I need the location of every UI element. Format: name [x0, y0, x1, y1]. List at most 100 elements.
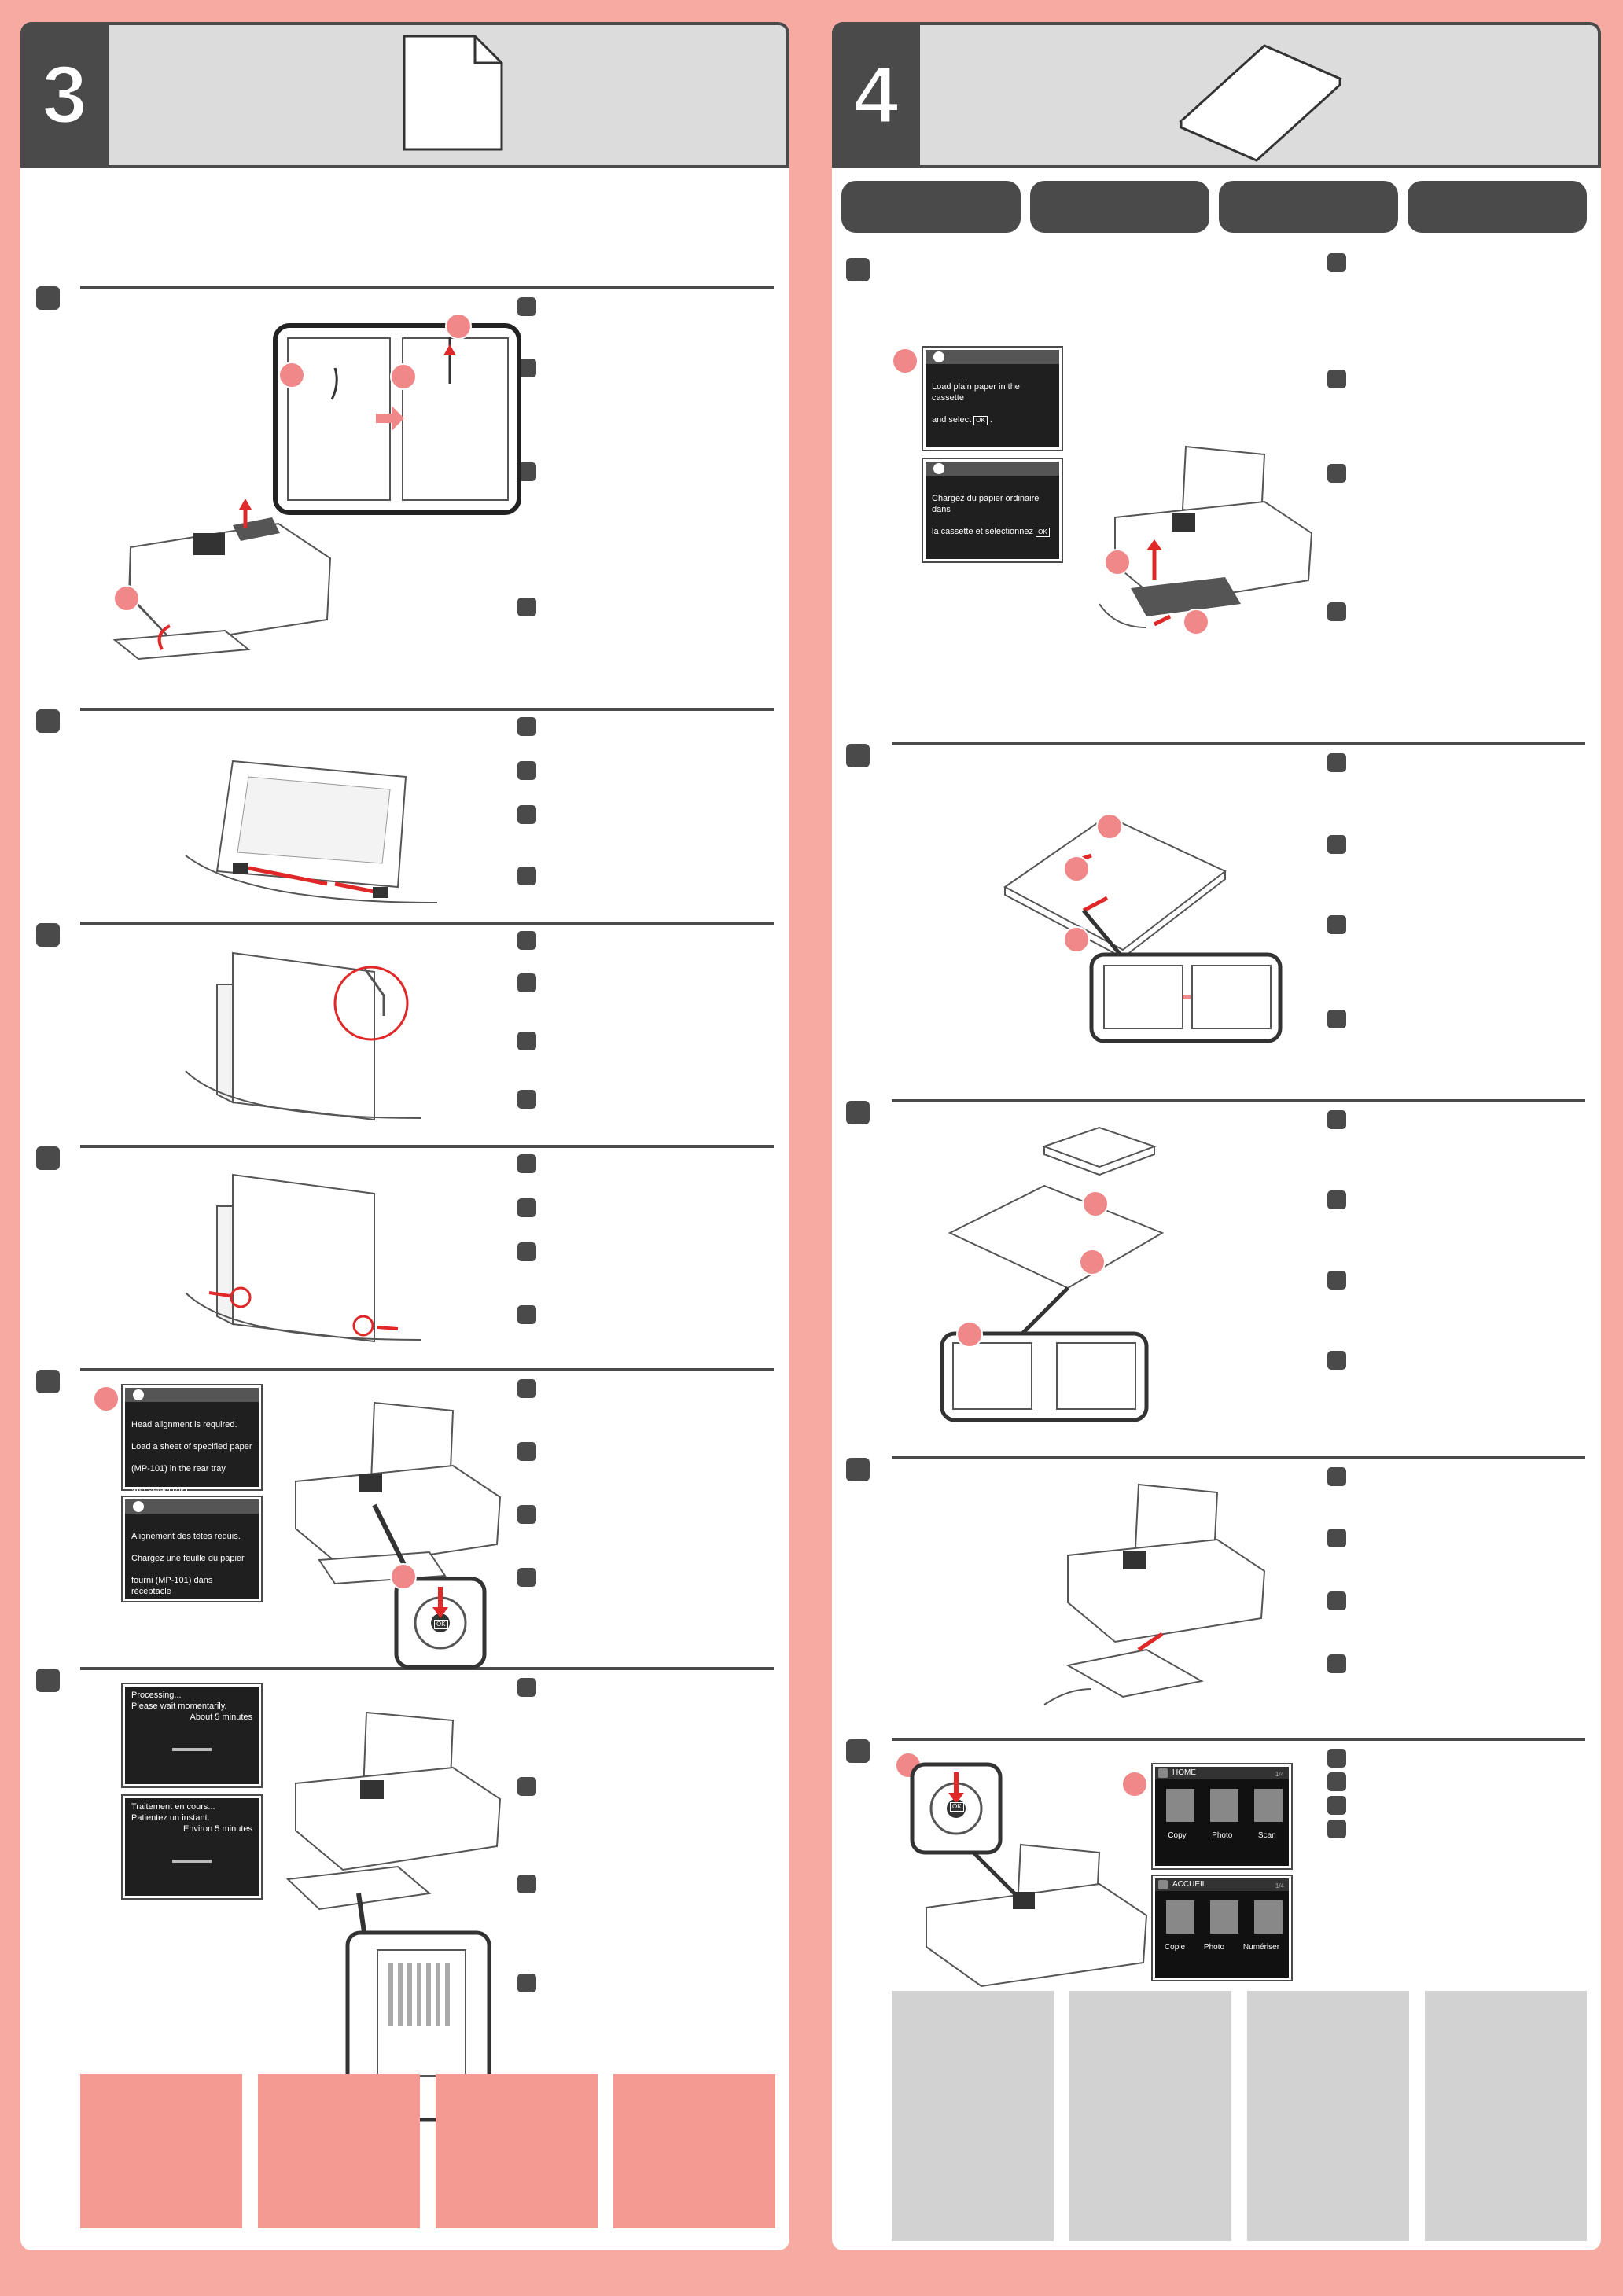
cassette-guides-illustration — [1003, 815, 1283, 1043]
home-screen-en: HOME 1/4 Copy Photo Scan — [1151, 1763, 1293, 1870]
callout-a — [93, 1385, 120, 1412]
lcd-processing-fr: Traitement en cours... Patientez un inst… — [121, 1794, 263, 1900]
lcd-head-alignment-en: Head alignment is required. Load a sheet… — [121, 1384, 263, 1496]
lcd-time-text: Environ 5 minutes — [182, 1824, 252, 1834]
warning-icon — [933, 351, 944, 362]
lang-bullet — [517, 1875, 536, 1893]
lcd-text-line: Please wait momentarily. — [131, 1702, 227, 1711]
ok-button[interactable]: OK — [434, 1620, 448, 1629]
lang-bullet — [517, 805, 536, 824]
lang-bullet — [1327, 1749, 1346, 1768]
lang-bullet — [1327, 1271, 1346, 1290]
lang-bullet — [517, 1242, 536, 1261]
step-divider — [80, 1368, 774, 1371]
menu-item-photo[interactable]: Photo — [1203, 1943, 1225, 1952]
lang-bullet — [1327, 1796, 1346, 1815]
note-box-3 — [1247, 1991, 1409, 2241]
section-3-number: 3 — [41, 50, 89, 141]
lang-bullet — [517, 1777, 536, 1796]
lang-bullet — [1327, 1772, 1346, 1791]
home-icon — [1158, 1768, 1168, 1778]
cassette-insert-illustration — [1043, 1483, 1266, 1705]
step-divider — [80, 708, 774, 711]
lcd-text-line: Chargez une feuille du papier — [131, 1554, 245, 1563]
paper-sheet-icon — [403, 35, 503, 151]
paper-guides-illustration — [185, 760, 438, 903]
lcd-text-line: la cassette et sélectionnez — [932, 527, 1034, 536]
step-divider — [892, 742, 1585, 745]
warning-icon — [133, 1389, 144, 1400]
cassette-paper-load-illustration — [940, 1126, 1165, 1422]
page-indicator: 1/4 — [1275, 1771, 1284, 1778]
lcd-text-line: Chargez du papier ordinaire dans — [932, 494, 1040, 514]
note-box-3 — [436, 2074, 598, 2228]
language-tab-3[interactable] — [1219, 181, 1398, 233]
lang-bullet — [517, 761, 536, 780]
lang-bullet — [517, 1198, 536, 1217]
lang-bullet — [1327, 464, 1346, 483]
lcd-processing-en: Processing... Please wait momentarily. A… — [121, 1683, 263, 1788]
lang-bullet — [1327, 1467, 1346, 1486]
step-box-2 — [846, 744, 870, 767]
lang-bullet — [517, 1154, 536, 1173]
menu-item-copy[interactable]: Copie — [1164, 1943, 1186, 1952]
page-indicator: 1/4 — [1275, 1882, 1284, 1889]
callout-c — [445, 313, 472, 340]
lcd-text-line: Patientez un instant. — [131, 1813, 210, 1823]
note-box-1 — [80, 2074, 242, 2228]
lcd-load-cassette-en: Load plain paper in the cassette and sel… — [922, 346, 1063, 451]
menu-item-scan[interactable]: Scan — [1257, 1831, 1276, 1840]
menu-item-photo[interactable]: Photo — [1212, 1831, 1233, 1840]
lang-bullet — [1327, 1654, 1346, 1673]
callout-b — [1121, 1771, 1148, 1797]
step-box-4 — [846, 1458, 870, 1481]
lang-bullet — [1327, 253, 1346, 272]
alignment-pattern-sheet — [377, 1949, 466, 2077]
ok-button[interactable]: OK — [950, 1802, 964, 1812]
home-title: ACCUEIL — [1172, 1880, 1207, 1889]
photo-icon — [1210, 1789, 1238, 1822]
lcd-text-line: and select — [932, 415, 972, 425]
lcd-time-text: About 5 minutes — [190, 1713, 253, 1722]
lang-bullet — [517, 598, 536, 616]
step-divider — [892, 1099, 1585, 1102]
section-3-panel: 3 — [20, 22, 789, 2250]
lang-bullet — [517, 1678, 536, 1697]
lang-bullet — [517, 1032, 536, 1050]
callout-c — [1183, 609, 1209, 635]
lang-bullet — [1327, 1190, 1346, 1209]
section-3-number-block: 3 — [20, 22, 109, 168]
home-title: HOME — [1172, 1768, 1196, 1777]
menu-item-copy[interactable]: Copy — [1168, 1831, 1187, 1840]
callout-b — [1063, 855, 1090, 882]
lcd-text-line: Load a sheet of specified paper — [131, 1442, 252, 1452]
step-divider — [892, 1456, 1585, 1459]
lcd-text-line: Head alignment is required. — [131, 1420, 237, 1429]
note-box-4 — [1425, 1991, 1587, 2241]
callout-c — [956, 1321, 983, 1348]
ok-icon: OK — [973, 416, 988, 425]
lcd-text-line: fourni (MP-101) dans réceptacle — [131, 1576, 213, 1596]
language-tab-4[interactable] — [1408, 181, 1587, 233]
copy-icon — [1166, 1789, 1194, 1822]
note-box-4 — [613, 2074, 775, 2228]
menu-item-scan[interactable]: Numériser — [1242, 1943, 1280, 1952]
lang-bullet — [1327, 370, 1346, 388]
lang-bullet — [517, 297, 536, 316]
step-box-5 — [846, 1739, 870, 1763]
step-divider — [892, 1738, 1585, 1741]
callout-a — [892, 348, 918, 374]
note-box-2 — [1069, 1991, 1231, 2241]
progress-indicator — [172, 1860, 212, 1863]
lcd-text-line: and select — [131, 1486, 171, 1496]
step-divider — [80, 286, 774, 289]
home-screen-fr: ACCUEIL 1/4 Copie Photo Numériser — [1151, 1875, 1293, 1981]
language-tab-1[interactable] — [841, 181, 1021, 233]
lcd-text-line: (MP-101) in the rear tray — [131, 1464, 226, 1474]
lang-bullet — [517, 973, 536, 992]
lang-bullet — [517, 931, 536, 950]
language-tab-2[interactable] — [1030, 181, 1209, 233]
lang-bullet — [517, 1090, 536, 1109]
ok-icon: OK — [219, 1610, 233, 1619]
lcd-text-line: Traitement en cours... — [131, 1802, 215, 1812]
